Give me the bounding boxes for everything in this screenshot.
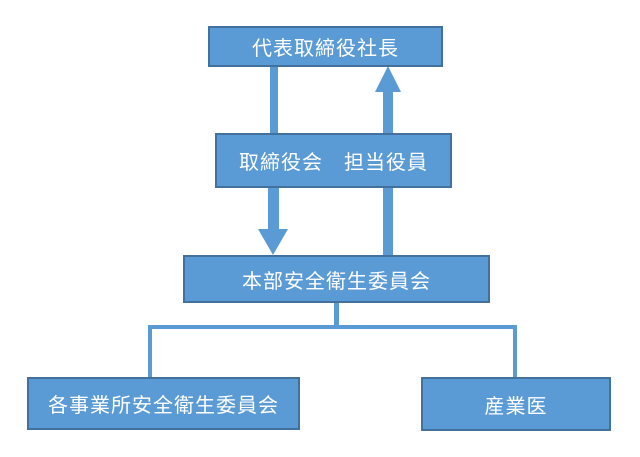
connector-branch-to-site-committees <box>148 325 152 378</box>
arrow-down-board-to-hq-shaft <box>268 187 279 231</box>
node-industrial-physician: 産業医 <box>421 377 611 431</box>
connector-branch-horizontal <box>148 325 517 329</box>
connector-hq-stub <box>334 302 339 329</box>
node-board-of-directors: 取締役会 担当役員 <box>215 133 452 188</box>
arrow-up-icon <box>375 66 401 92</box>
arrow-down-icon <box>258 229 288 255</box>
connector-hq-to-president-lower-segment <box>383 187 393 256</box>
node-president: 代表取締役社長 <box>208 26 443 67</box>
arrow-up-hq-to-president-shaft <box>383 90 393 135</box>
node-site-safety-health-committees: 各事業所安全衛生委員会 <box>27 377 300 430</box>
connector-branch-to-industrial-physician <box>513 325 517 378</box>
node-hq-safety-health-committee: 本部安全衛生委員会 <box>183 255 490 303</box>
connector-president-board-line <box>270 66 278 134</box>
